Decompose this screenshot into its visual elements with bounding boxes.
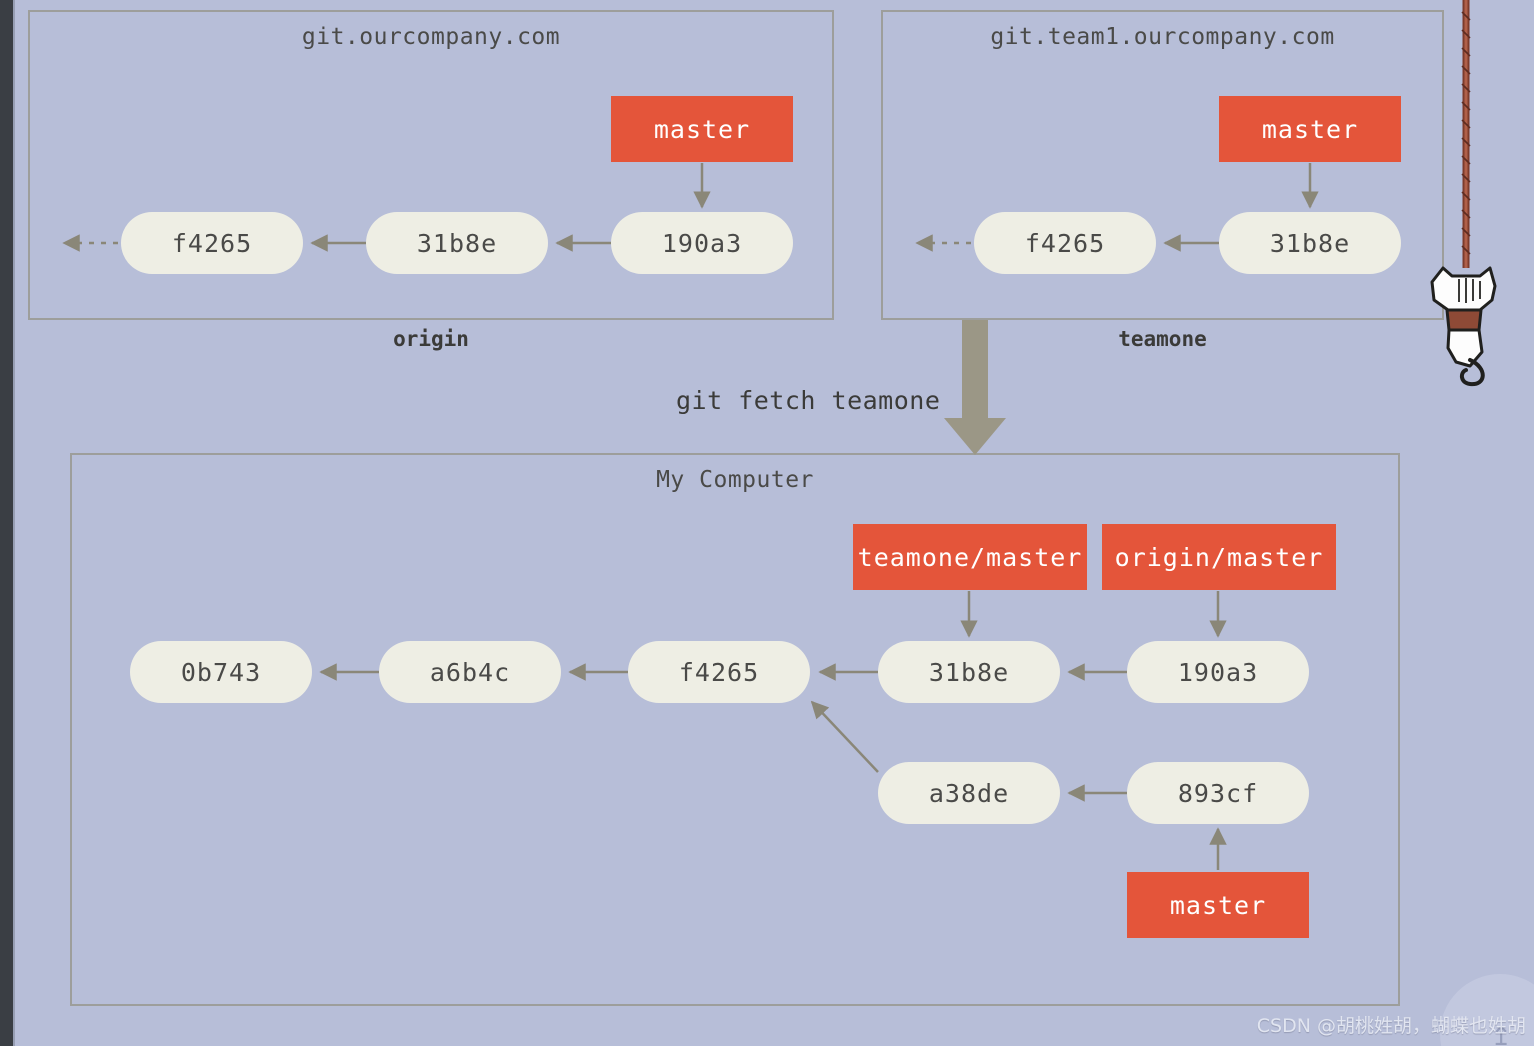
- commit-node: f4265: [974, 212, 1156, 274]
- branch-label: master: [611, 96, 793, 162]
- panel-my-computer-title: My Computer: [656, 467, 814, 493]
- commit-node: 190a3: [1127, 641, 1309, 703]
- commit-node: 0b743: [130, 641, 312, 703]
- branch-label: master: [1219, 96, 1401, 162]
- commit-node: 31b8e: [1219, 212, 1401, 274]
- commit-node: 31b8e: [878, 641, 1060, 703]
- panel-origin-caption: origin: [393, 327, 469, 351]
- watermark-text: CSDN @胡桃姓胡，蝴蝶也姓胡: [1256, 1015, 1526, 1037]
- commit-node: f4265: [121, 212, 303, 274]
- branch-label: teamone/master: [853, 524, 1087, 590]
- commit-node: 31b8e: [366, 212, 548, 274]
- branch-label: origin/master: [1102, 524, 1336, 590]
- left-gutter-edge: [13, 0, 15, 1046]
- commit-node: f4265: [628, 641, 810, 703]
- commit-node: 893cf: [1127, 762, 1309, 824]
- commit-node: a38de: [878, 762, 1060, 824]
- panel-origin-title: git.ourcompany.com: [301, 24, 561, 50]
- panel-origin: [28, 10, 834, 320]
- panel-teamone: [881, 10, 1444, 320]
- command-label: git fetch teamone: [676, 386, 941, 415]
- rope: [1461, 0, 1471, 268]
- commit-node: a6b4c: [379, 641, 561, 703]
- branch-label: master: [1127, 872, 1309, 938]
- panel-teamone-title: git.team1.ourcompany.com: [990, 24, 1335, 50]
- panel-teamone-caption: teamone: [1118, 327, 1207, 351]
- commit-node: 190a3: [611, 212, 793, 274]
- left-gutter-strip: [0, 0, 13, 1046]
- corner-glyph-icon: ↥: [1490, 1022, 1512, 1046]
- panel-my-computer: [70, 453, 1400, 1006]
